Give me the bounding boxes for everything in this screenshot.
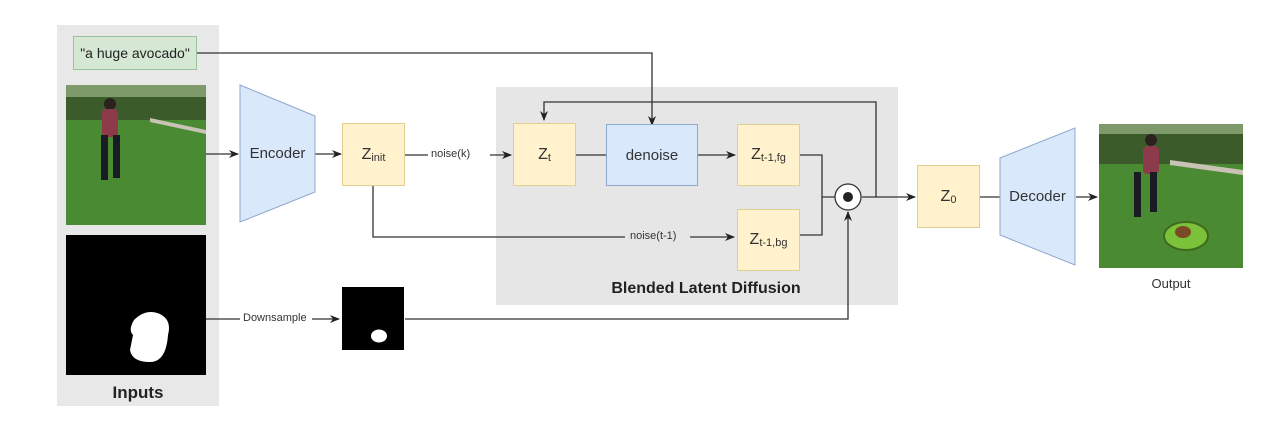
- output-image: [1099, 124, 1243, 268]
- output-label: Output: [1151, 276, 1191, 291]
- noise-t1-label: noise(t-1): [630, 230, 677, 242]
- text-prompt-box: "a huge avocado": [73, 36, 197, 70]
- edge-prompt-denoise: [197, 52, 656, 126]
- blended-latent-diffusion-title: Blended Latent Diffusion: [611, 280, 801, 297]
- z-0-base: Z: [940, 187, 951, 205]
- edge-zinit-zbg: [372, 186, 734, 237]
- z-init-sub: init: [371, 151, 386, 164]
- downsampled-mask: [342, 287, 404, 350]
- hadamard-product-icon: [834, 183, 862, 211]
- z-fg-base: Z: [751, 146, 761, 163]
- inputs-title: Inputs: [112, 383, 164, 402]
- edge-fg-blend: [800, 154, 835, 198]
- edge-bg-blend: [800, 197, 823, 236]
- noise-k-label: noise(k): [431, 148, 471, 160]
- decoder-shape: [999, 127, 1076, 266]
- z-bg-base: Z: [749, 231, 760, 248]
- denoise-box: denoise: [606, 124, 698, 186]
- decoder-label: Decoder: [1009, 188, 1066, 205]
- z-t-base: Z: [538, 145, 548, 163]
- edge-loop-zt: [540, 101, 877, 197]
- z-init-base: Z: [361, 145, 372, 163]
- z-0-sub: 0: [950, 193, 957, 206]
- z-bg-sub: t-1,bg: [759, 237, 788, 249]
- edge-smallmask-blend: [405, 211, 852, 320]
- input-image: [66, 85, 206, 225]
- downsample-label: Downsample: [243, 312, 307, 324]
- encoder-shape: [239, 84, 316, 223]
- z-fg-sub: t-1,fg: [760, 152, 786, 164]
- input-mask: [66, 235, 206, 375]
- z-t-sub: t: [547, 151, 551, 164]
- encoder-label: Encoder: [249, 145, 306, 162]
